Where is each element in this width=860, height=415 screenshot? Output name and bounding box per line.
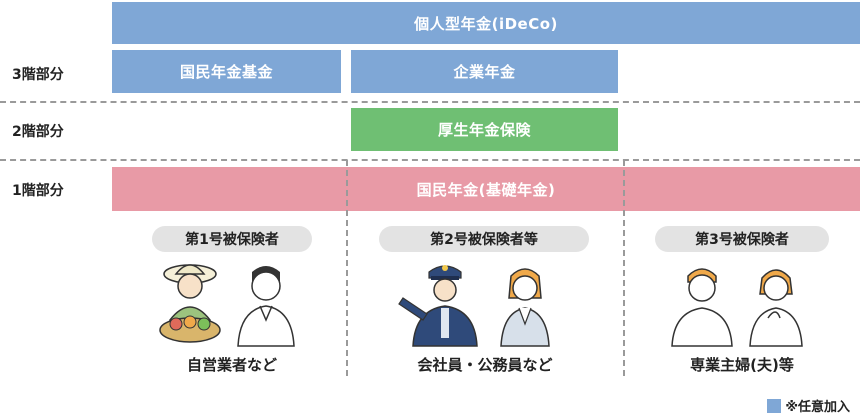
homemaker-man-icon: [671, 268, 733, 347]
group-3-pill: 第3号被保険者: [655, 226, 829, 252]
national-pension-bar: 国民年金(基礎年金): [112, 167, 860, 211]
employee-pension-label: 厚生年金保険: [437, 121, 531, 139]
national-pension-fund-label: 国民年金基金: [179, 63, 273, 81]
group-2-caption: 会社員・公務員など: [417, 356, 553, 374]
corporate-pension-label: 企業年金: [453, 63, 516, 81]
self-employed-figures: [159, 264, 295, 347]
ideco-bar: 個人型年金(iDeCo): [112, 2, 860, 44]
legend: ※任意加入: [767, 396, 850, 415]
national-pension-label: 国民年金(基礎年金): [416, 180, 556, 199]
divider-2-1: [0, 159, 860, 161]
farmer-icon: [159, 264, 221, 343]
homemaker-figures: [671, 268, 803, 347]
legend-text: ※任意加入: [785, 400, 850, 415]
national-pension-fund-bar: 国民年金基金: [112, 50, 341, 93]
woman-suit-icon: [500, 268, 550, 347]
legend-swatch: [767, 398, 782, 413]
tier-3-label: 3階部分: [12, 67, 64, 83]
corporate-pension-bar: 企業年金: [351, 50, 618, 93]
group-separator-1: [346, 160, 348, 376]
employee-figures: [398, 265, 550, 347]
group-2-pill: 第2号被保険者等: [379, 226, 589, 252]
homemaker-woman-icon: [749, 269, 803, 347]
police-officer-icon: [398, 265, 478, 347]
group-1-caption: 自営業者など: [186, 356, 277, 374]
group-1-pill: 第1号被保険者: [152, 226, 312, 252]
man-icon: [237, 266, 295, 347]
ideco-label: 個人型年金(iDeCo): [414, 14, 558, 33]
divider-3-2: [0, 101, 860, 103]
tier-2-label: 2階部分: [12, 124, 64, 140]
group-3-caption: 専業主婦(夫)等: [690, 356, 794, 374]
tier-1-label: 1階部分: [12, 183, 64, 199]
employee-pension-bar: 厚生年金保険: [351, 108, 618, 151]
group-separator-2: [623, 160, 625, 376]
